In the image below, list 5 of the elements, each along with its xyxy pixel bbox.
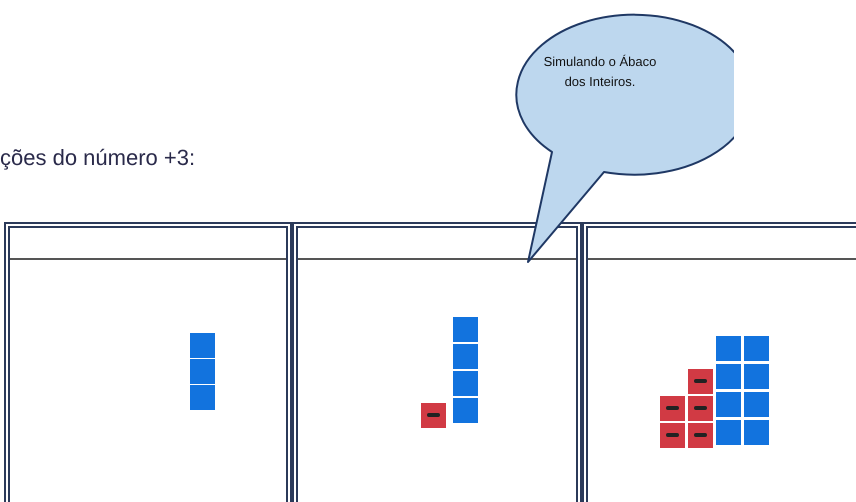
heading-text: ções do número +3: xyxy=(0,145,196,171)
abacus-panel xyxy=(582,222,856,502)
bubble-text: Simulando o Ábaco dos Inteiros. xyxy=(542,53,658,91)
abacus-panel xyxy=(292,222,582,502)
abacus-panel xyxy=(4,222,292,502)
